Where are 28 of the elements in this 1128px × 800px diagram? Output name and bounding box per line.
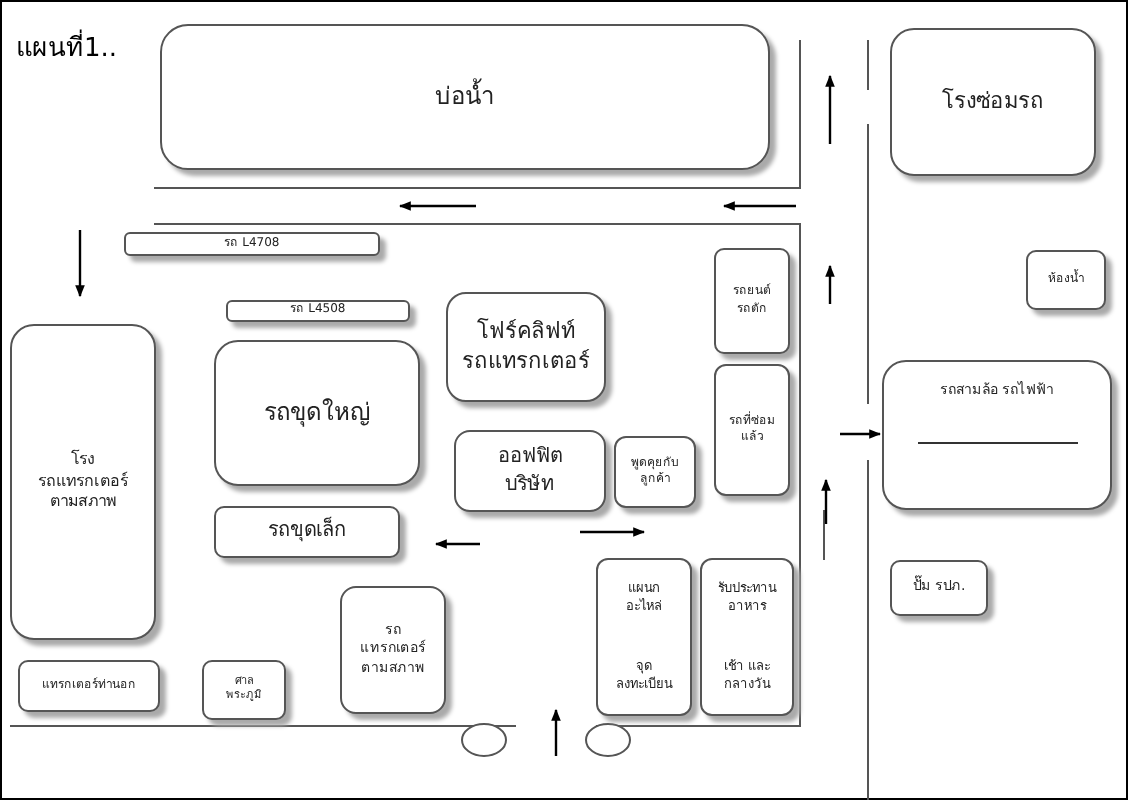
area-box — [454, 430, 606, 512]
area-box — [340, 586, 446, 714]
area-box — [882, 360, 1112, 510]
area-box — [700, 558, 794, 716]
area-label: รถขุดเล็ก — [268, 518, 346, 546]
area-box — [714, 364, 790, 496]
area-box — [1026, 250, 1106, 310]
area-box — [18, 660, 160, 712]
area-label: โรงซ่อมรถ — [942, 87, 1044, 117]
area-box — [714, 248, 790, 354]
area-label: ออฟฟิต บริษัท — [498, 444, 562, 498]
area-box — [160, 24, 770, 170]
area-box — [614, 436, 696, 508]
area-box — [214, 506, 400, 558]
area-box — [202, 660, 286, 720]
area-box — [890, 28, 1096, 176]
area-box — [226, 300, 410, 322]
area-box — [214, 340, 420, 486]
area-label: บ่อน้ำ — [435, 80, 495, 114]
area-label: โรง รถแทรกเตอร์ ตามสภาพ — [38, 449, 128, 515]
area-box — [124, 232, 380, 256]
area-box — [596, 558, 692, 716]
area-box — [10, 324, 156, 640]
area-label: โฟร์คลิฟท์ รถแทรกเตอร์ — [462, 317, 590, 377]
area-label: รถขุดใหญ่ — [264, 396, 370, 430]
map-title: แผนที่1.. — [16, 26, 118, 68]
area-box — [890, 560, 988, 616]
area-box — [446, 292, 606, 402]
